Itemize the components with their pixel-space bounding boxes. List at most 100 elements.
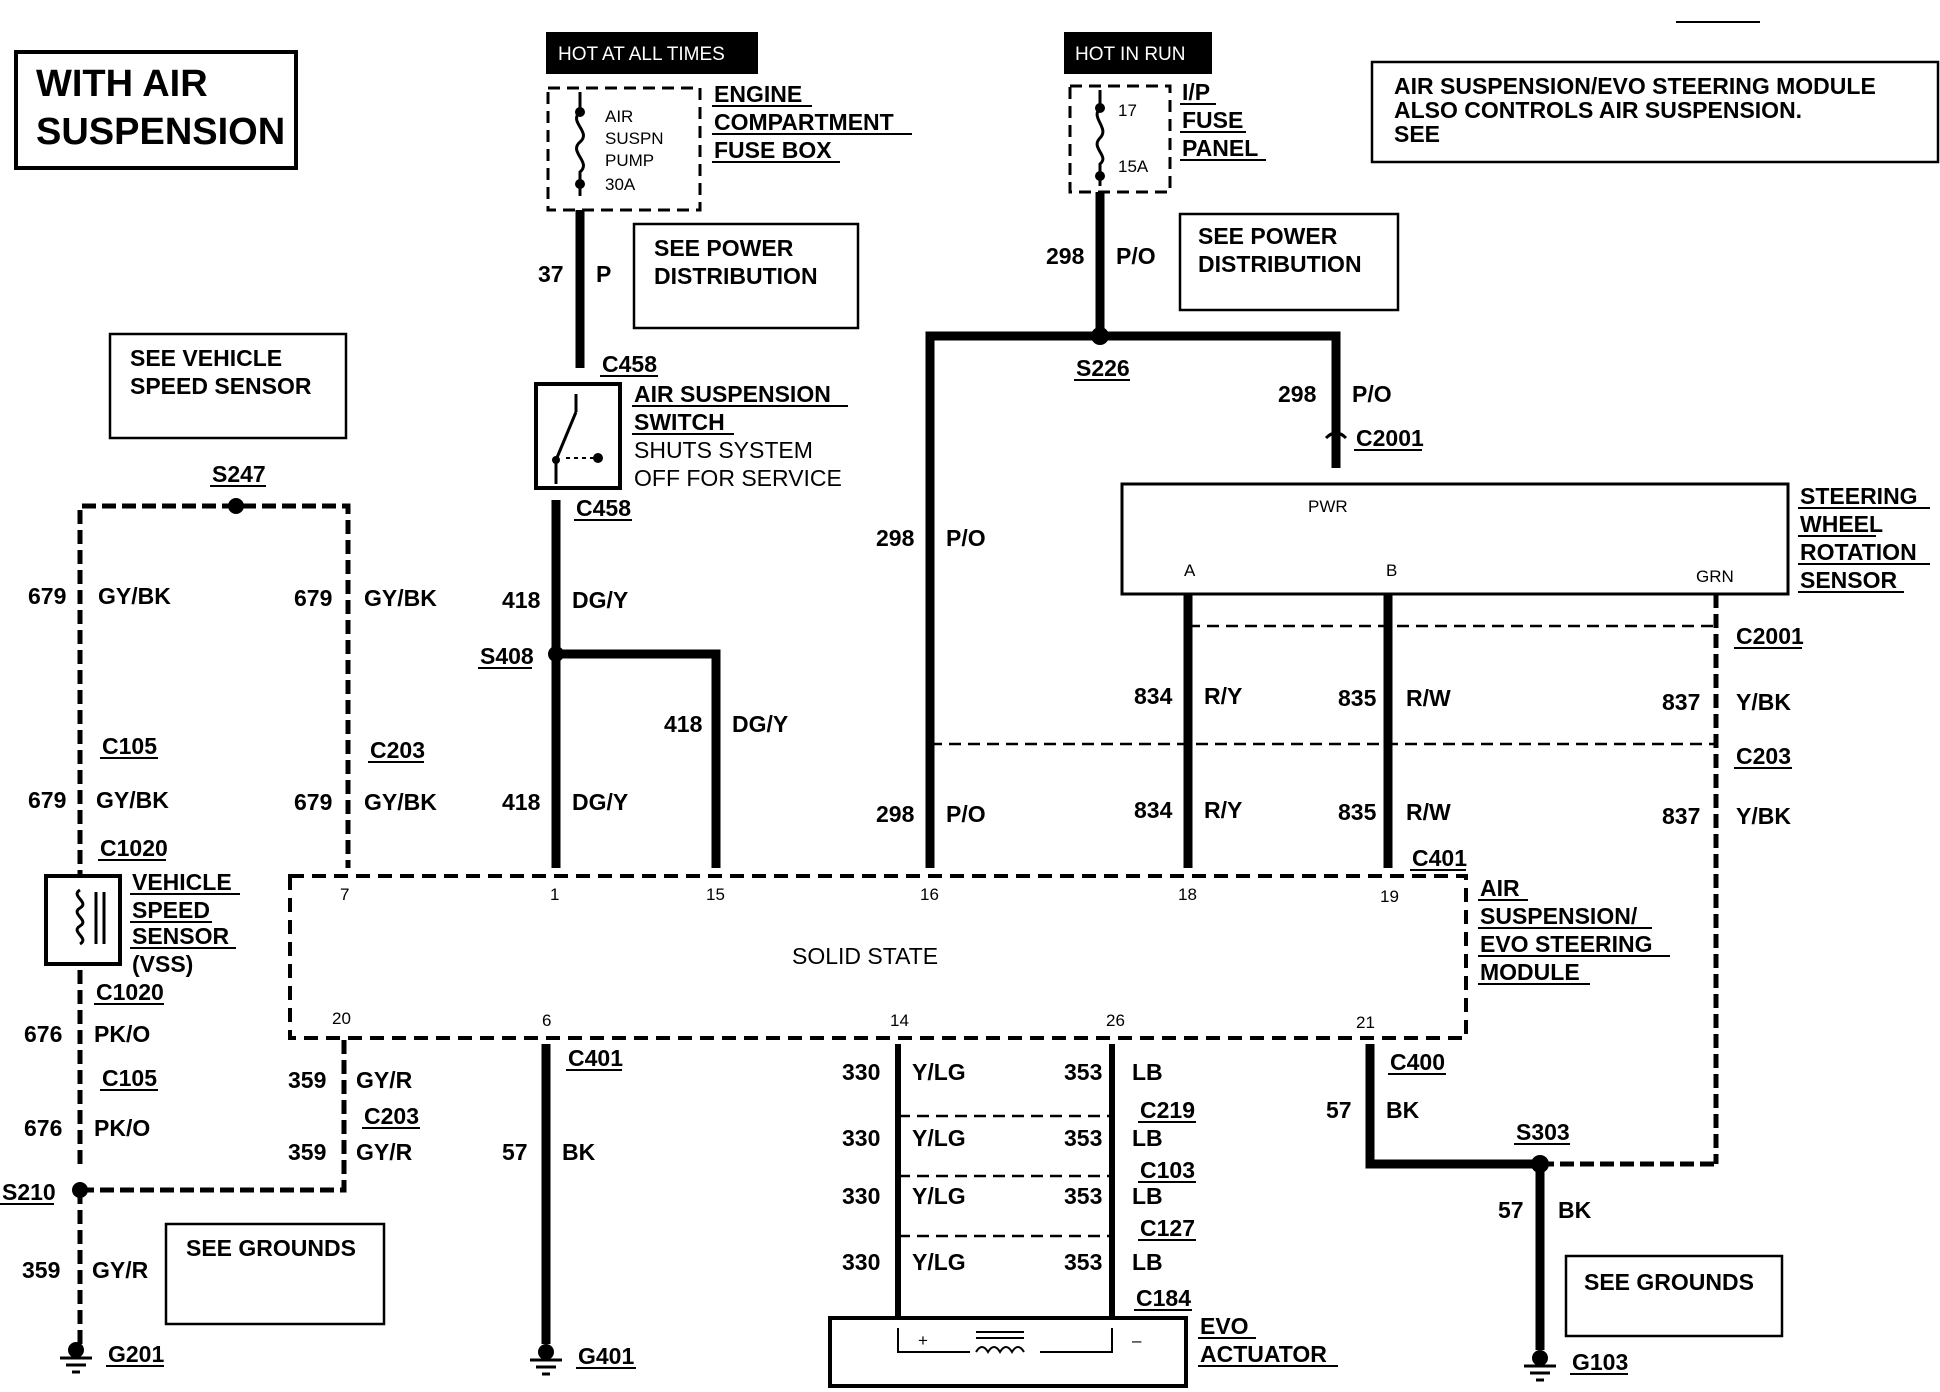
sensor-title-line: SENSOR bbox=[1800, 567, 1898, 593]
wire-676-color: PK/O bbox=[94, 1021, 150, 1047]
wire-298-top-num: 298 bbox=[1046, 243, 1085, 269]
engine-fuse-text: AIR bbox=[605, 107, 633, 126]
wire-679-color: GY/BK bbox=[98, 583, 171, 609]
wire-330-color-3: Y/LG bbox=[912, 1183, 966, 1209]
wire-57-num: 57 bbox=[502, 1139, 528, 1165]
module-pin-26: 26 bbox=[1106, 1011, 1125, 1030]
power-dist-box-2 bbox=[1178, 212, 1400, 312]
engine-fuse-text: 30A bbox=[605, 175, 636, 194]
wire-298-lower-num: 298 bbox=[876, 801, 915, 827]
switch-note-line: OFF FOR SERVICE bbox=[634, 465, 842, 491]
engine-fuse-text: PUMP bbox=[605, 151, 654, 170]
power-dist-2-line: SEE POWER bbox=[1198, 223, 1338, 249]
connector-c1020-top: C1020 bbox=[100, 835, 168, 861]
wire-37-num: 37 bbox=[538, 261, 564, 287]
hot-in-run-header bbox=[1064, 32, 1212, 74]
vss-title-line: VEHICLE bbox=[132, 869, 232, 895]
grounds-1-label: SEE GROUNDS bbox=[186, 1235, 356, 1261]
wire-834-num: 834 bbox=[1134, 683, 1173, 709]
evo-actuator bbox=[828, 1316, 1188, 1388]
module-pin-15: 15 bbox=[706, 885, 725, 904]
module-title-line: SUSPENSION/ bbox=[1480, 903, 1638, 929]
wire-353-num-2: 353 bbox=[1064, 1125, 1102, 1151]
module-note-box bbox=[1370, 60, 1940, 164]
wire-353-num-3: 353 bbox=[1064, 1183, 1102, 1209]
splice-s247 bbox=[228, 498, 244, 514]
ip-fusebox-line: PANEL bbox=[1182, 135, 1258, 161]
ground-g201-icon bbox=[68, 1342, 84, 1358]
power-dist-box-1 bbox=[632, 222, 860, 330]
wire-353-color-2: LB bbox=[1132, 1125, 1163, 1151]
vss-title-line: (VSS) bbox=[132, 951, 193, 977]
ip-fusebox-line: FUSE bbox=[1182, 107, 1243, 133]
engine-fuse-text: SUSPN bbox=[605, 129, 664, 148]
connector-c127: C127 bbox=[1140, 1215, 1195, 1241]
wire-353-num-4: 353 bbox=[1064, 1249, 1102, 1275]
wire-679-r-num: 679 bbox=[294, 585, 332, 611]
wire-330-num-2: 330 bbox=[842, 1125, 880, 1151]
splice-s247-label: S247 bbox=[212, 461, 266, 487]
module-pin-16: 16 bbox=[920, 885, 939, 904]
splice-s303 bbox=[1531, 1155, 1549, 1173]
module-pin-1: 1 bbox=[550, 885, 559, 904]
connector-c203-lower: C203 bbox=[364, 1103, 419, 1129]
connector-c184: C184 bbox=[1136, 1285, 1191, 1311]
module-pin-7: 7 bbox=[340, 885, 349, 904]
wire-57-c400-num: 57 bbox=[1326, 1097, 1352, 1123]
wire-57-color: BK bbox=[562, 1139, 596, 1165]
wire-835-lower-num: 835 bbox=[1338, 799, 1377, 825]
actuator-title-line: ACTUATOR bbox=[1200, 1341, 1327, 1367]
steering-wheel-rotation-sensor bbox=[1120, 482, 1790, 596]
module-title-line: AIR bbox=[1480, 875, 1520, 901]
engine-fuse-box bbox=[546, 86, 702, 212]
air-suspension-switch[interactable] bbox=[534, 382, 622, 490]
module-pin-14: 14 bbox=[890, 1011, 909, 1030]
vss-ref-line: SEE VEHICLE bbox=[130, 345, 282, 371]
module-pin-18: 18 bbox=[1178, 885, 1197, 904]
module-pin-19: 19 bbox=[1380, 887, 1399, 906]
switch-title-line: AIR SUSPENSION bbox=[634, 381, 831, 407]
wire-353-num-1: 353 bbox=[1064, 1059, 1102, 1085]
module-pin-6: 6 bbox=[542, 1011, 551, 1030]
engine-fuse-icon bbox=[575, 92, 585, 196]
wire-418-num: 418 bbox=[502, 587, 541, 613]
grounds-box-2 bbox=[1564, 1254, 1784, 1338]
ground-g103-icon bbox=[1532, 1350, 1548, 1366]
module-note-line: ALSO CONTROLS AIR SUSPENSION. bbox=[1394, 97, 1802, 123]
actuator-title-line: EVO bbox=[1200, 1313, 1249, 1339]
wire-679-lower-num: 679 bbox=[28, 787, 66, 813]
sensor-pin-b: B bbox=[1386, 561, 1397, 580]
sensor-pin-grn: GRN bbox=[1696, 567, 1734, 586]
engine-fusebox-line: ENGINE bbox=[714, 81, 802, 107]
vss-ref-box bbox=[108, 332, 348, 440]
power-dist-1-line: DISTRIBUTION bbox=[654, 263, 818, 289]
hot-at-all-times-label: HOT AT ALL TIMES bbox=[558, 44, 725, 65]
connector-c401-top: C401 bbox=[1412, 845, 1467, 871]
ip-fuse-box bbox=[1068, 84, 1172, 194]
connector-c458-top: C458 bbox=[602, 351, 657, 377]
actuator-minus: – bbox=[1132, 1331, 1142, 1350]
ground-g401-icon bbox=[538, 1344, 554, 1360]
wire-298-left-num: 298 bbox=[876, 525, 915, 551]
wire-359-r-lower-color: GY/R bbox=[356, 1139, 413, 1165]
wire-359-r-num: 359 bbox=[288, 1067, 326, 1093]
module-note-line: SEE bbox=[1394, 121, 1440, 147]
switch-note-line: SHUTS SYSTEM bbox=[634, 437, 813, 463]
module-body-label: SOLID STATE bbox=[792, 943, 938, 969]
ground-g103-label: G103 bbox=[1572, 1349, 1628, 1375]
wire-676-num: 676 bbox=[24, 1021, 62, 1047]
wire-676-lower-num: 676 bbox=[24, 1115, 62, 1141]
hot-in-run-label: HOT IN RUN bbox=[1075, 44, 1185, 65]
power-dist-2-line: DISTRIBUTION bbox=[1198, 251, 1362, 277]
ground-g401-label: G401 bbox=[578, 1343, 634, 1369]
ip-fuse-icon bbox=[1095, 90, 1105, 186]
connector-c401-bottom: C401 bbox=[568, 1045, 623, 1071]
module-title-line: EVO STEERING bbox=[1480, 931, 1653, 957]
wire-57-c400-color: BK bbox=[1386, 1097, 1420, 1123]
wire-418-color: DG/Y bbox=[572, 587, 628, 613]
wire-837-num: 837 bbox=[1662, 689, 1700, 715]
wire-37-color: P bbox=[596, 261, 611, 287]
module-note-line: AIR SUSPENSION/EVO STEERING MODULE bbox=[1394, 73, 1876, 99]
wire-835-color: R/W bbox=[1406, 685, 1451, 711]
wire-359-num: 359 bbox=[22, 1257, 60, 1283]
